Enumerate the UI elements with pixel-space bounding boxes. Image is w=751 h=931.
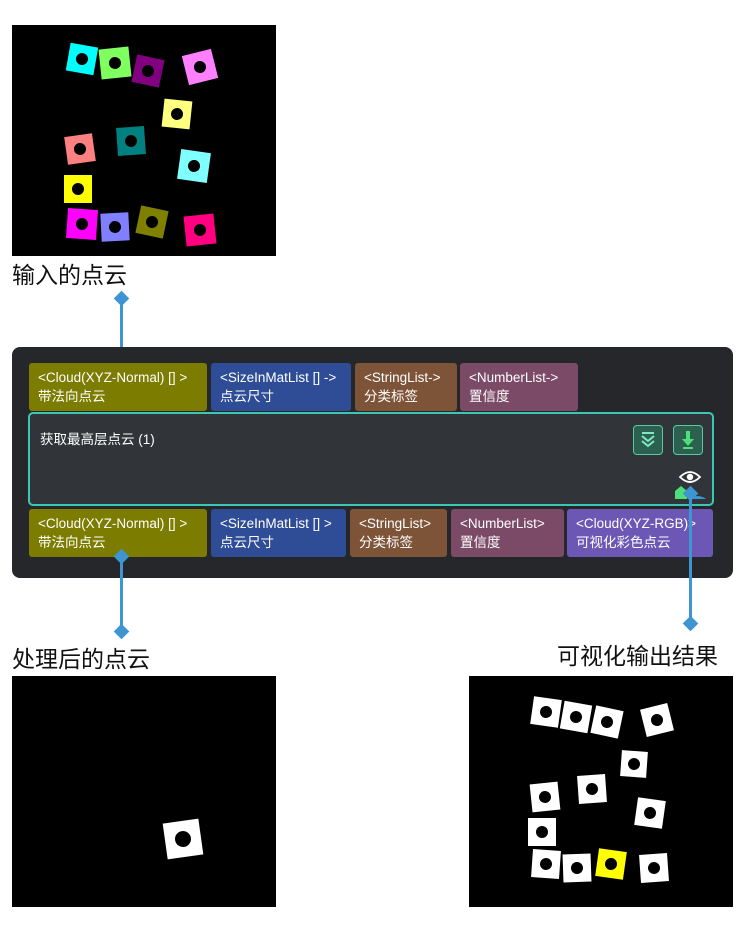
input-port-cloud-normal[interactable]: <Cloud(XYZ-Normal) [] > 带法向点云 (29, 363, 207, 411)
port-type: <StringList> (359, 516, 432, 531)
port-name: 置信度 (469, 389, 510, 404)
port-name: 带法向点云 (38, 389, 106, 404)
visualization-caption: 可视化输出结果 (557, 643, 718, 669)
processed-caption: 处理后的点云 (12, 646, 150, 672)
connector-anchor-processed (113, 623, 130, 640)
connector-line-processed (120, 560, 123, 626)
visualization-output-image (469, 676, 733, 907)
port-name: 置信度 (460, 535, 501, 550)
port-type: <NumberList-> (469, 370, 559, 385)
input-port-string-list[interactable]: <StringList-> 分类标签 (355, 363, 457, 411)
port-type: <SizeInMatList [] > (220, 516, 332, 531)
port-name: 点云尺寸 (220, 535, 274, 550)
eye-icon[interactable] (678, 469, 702, 485)
port-type: <Cloud(XYZ-Normal) [] > (38, 516, 188, 531)
input-caption: 输入的点云 (12, 262, 127, 288)
input-point-cloud-image (12, 25, 276, 256)
output-port-cloud-normal[interactable]: <Cloud(XYZ-Normal) [] > 带法向点云 (29, 509, 207, 557)
output-port-size-in-mat-list[interactable]: <SizeInMatList [] > 点云尺寸 (211, 509, 346, 557)
output-port-cloud-rgb[interactable]: <Cloud(XYZ-RGB)> 可视化彩色点云 (567, 509, 713, 557)
download-icon (682, 431, 694, 449)
port-name: 带法向点云 (38, 535, 106, 550)
collapse-button[interactable] (633, 425, 663, 455)
download-button[interactable] (673, 425, 703, 455)
port-name: 分类标签 (364, 389, 418, 404)
port-name: 分类标签 (359, 535, 413, 550)
port-type: <NumberList> (460, 516, 545, 531)
node-body[interactable]: 获取最高层点云 (1) (28, 412, 714, 506)
collapse-icon (641, 432, 655, 448)
port-name: 点云尺寸 (220, 389, 274, 404)
connector-line-visualization (689, 497, 692, 619)
output-port-string-list[interactable]: <StringList> 分类标签 (350, 509, 447, 557)
port-type: <Cloud(XYZ-Normal) [] > (38, 370, 188, 385)
connector-anchor-visualization (682, 615, 699, 632)
port-type: <StringList-> (364, 370, 441, 385)
port-type: <SizeInMatList [] -> (220, 370, 337, 385)
processed-point-cloud-image (12, 676, 276, 907)
colored-objects (64, 42, 219, 247)
input-port-number-list[interactable]: <NumberList-> 置信度 (460, 363, 578, 411)
node-title: 获取最高层点云 (1) (40, 432, 155, 447)
port-type: <Cloud(XYZ-RGB)> (576, 516, 697, 531)
connector-line-input (120, 302, 123, 362)
port-name: 可视化彩色点云 (576, 535, 671, 550)
output-port-number-list[interactable]: <NumberList> 置信度 (451, 509, 564, 557)
input-port-size-in-mat-list[interactable]: <SizeInMatList [] -> 点云尺寸 (211, 363, 351, 411)
